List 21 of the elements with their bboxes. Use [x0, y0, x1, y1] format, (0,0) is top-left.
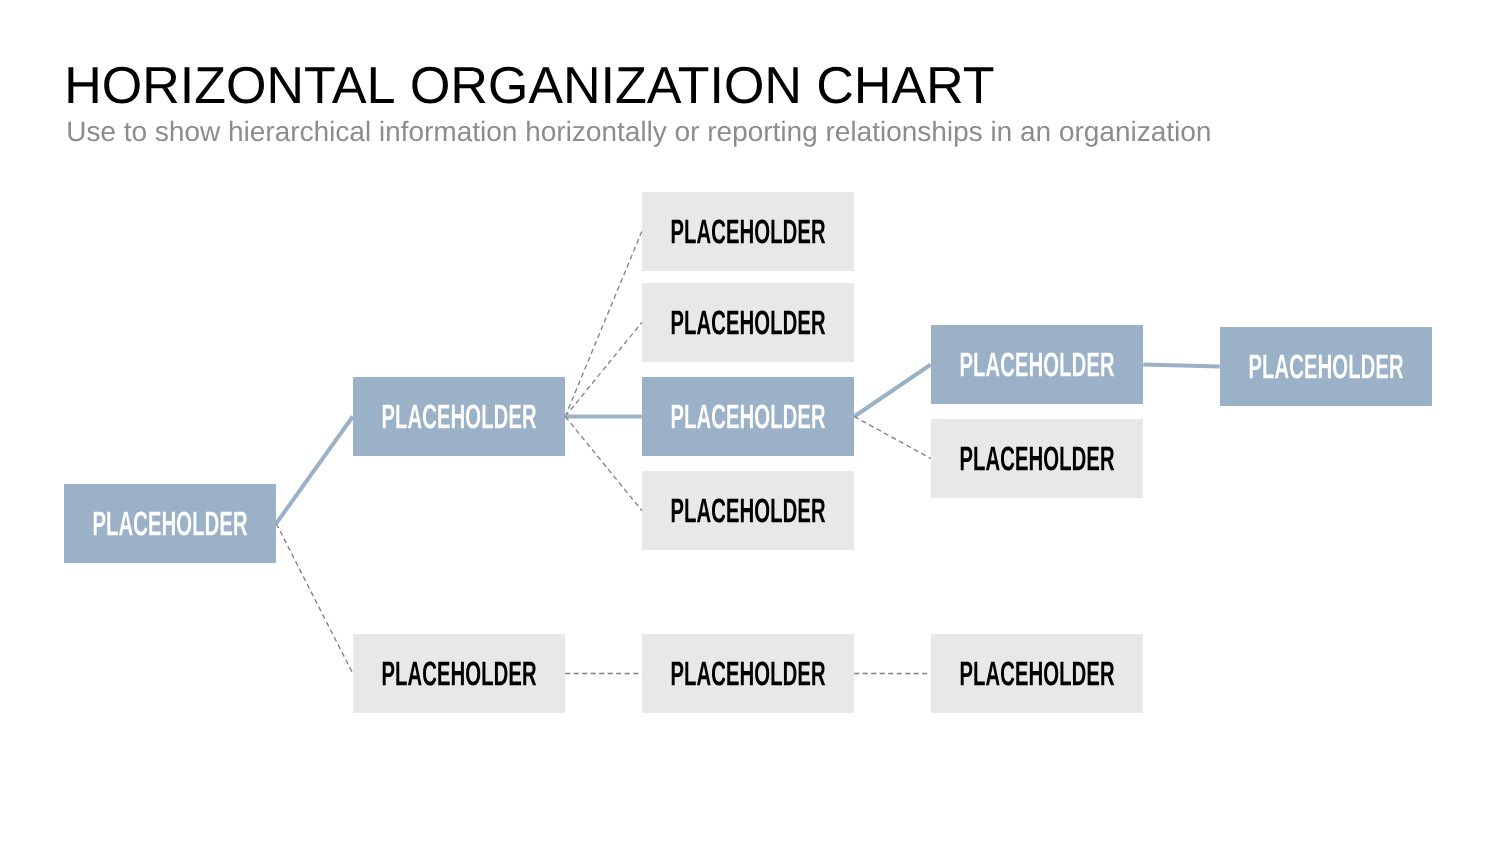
org-box: PLACEHOLDER	[353, 634, 565, 713]
org-box: PLACEHOLDER	[931, 634, 1143, 713]
org-box: PLACEHOLDER	[642, 377, 854, 456]
title: HORIZONTAL ORGANIZATION CHART	[68, 66, 994, 104]
org-box: PLACEHOLDER	[642, 634, 854, 713]
connector-line	[1143, 362, 1220, 369]
org-box: PLACEHOLDER	[931, 419, 1143, 498]
connector-line	[274, 415, 355, 525]
connector-line	[853, 362, 932, 419]
connector-line	[564, 415, 643, 512]
subtitle: Use to show hierarchical information horizontally or reporting relationships in an organization	[68, 120, 1210, 147]
org-box: PLACEHOLDER	[1220, 327, 1432, 406]
org-box: PLACEHOLDER	[64, 484, 276, 563]
connector-line	[565, 414, 642, 419]
connector-line	[853, 415, 932, 460]
org-box: PLACEHOLDER	[642, 283, 854, 362]
org-box: PLACEHOLDER	[931, 325, 1143, 404]
connector-line	[275, 522, 354, 675]
org-box: PLACEHOLDER	[642, 192, 854, 271]
org-box: PLACEHOLDER	[642, 471, 854, 550]
org-box: PLACEHOLDER	[353, 377, 565, 456]
